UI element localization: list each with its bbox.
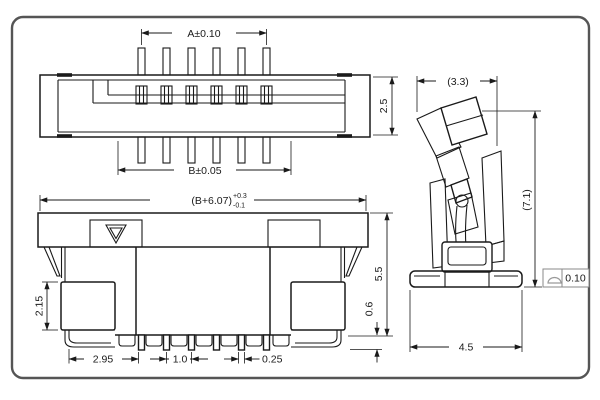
dim-lead-width: 0.25 (262, 354, 283, 366)
side-view-right-wall (481, 150, 505, 247)
front-view-left-latch (43, 246, 61, 277)
front-view-standoffs (118, 335, 290, 347)
front-view-leads (137, 334, 271, 351)
dim-b-span: B±0.05 (188, 165, 221, 177)
side-view-actuator-open (416, 96, 488, 235)
coplanarity-callout: 0.10 (542, 268, 590, 288)
dim-top-depth: 2.5 (378, 99, 390, 114)
top-view-body (39, 74, 371, 138)
dimension-annotations: A±0.10 B±0.05 2.5 (B+6.07) +0.3 -0.1 5.5… (33, 26, 590, 366)
dim-a-pin-span: A±0.10 (187, 28, 220, 40)
top-view-lower-pins (137, 136, 271, 164)
top-view-contacts (135, 85, 273, 105)
dim-overall-width-tol-lower: -0.1 (233, 203, 245, 210)
top-view (39, 47, 371, 164)
dim-overall-width-tol-upper: +0.3 (233, 193, 247, 200)
dim-base-depth: 4.5 (459, 342, 474, 354)
front-view-right-fitting (290, 281, 346, 348)
top-view-upper-pins (137, 47, 271, 76)
dim-overall-width: (B+6.07) (191, 195, 232, 207)
front-view (37, 212, 369, 351)
dim-coplanarity: 0.10 (565, 273, 586, 285)
dim-actuator-depth: (3.3) (447, 76, 469, 88)
side-view (409, 96, 523, 288)
dim-overall-height: 5.5 (373, 267, 385, 282)
coplanarity-symbol-icon (547, 276, 562, 284)
front-view-actuator-bar (37, 212, 369, 248)
side-view-base-flange (409, 270, 523, 288)
front-view-left-fitting (60, 281, 116, 348)
front-view-right-latch (345, 246, 363, 277)
top-view-solder-tabs (57, 73, 352, 138)
dim-edge-to-lead: 2.95 (93, 354, 114, 366)
dim-standoff-height: 0.6 (363, 302, 375, 317)
dim-open-height: (7.1) (521, 189, 533, 211)
dim-fitting-height: 2.15 (33, 296, 45, 317)
dim-lead-pitch: 1.0 (173, 354, 188, 366)
pin1-triangle-marker-icon (105, 224, 127, 245)
drawing-border (10, 15, 591, 380)
